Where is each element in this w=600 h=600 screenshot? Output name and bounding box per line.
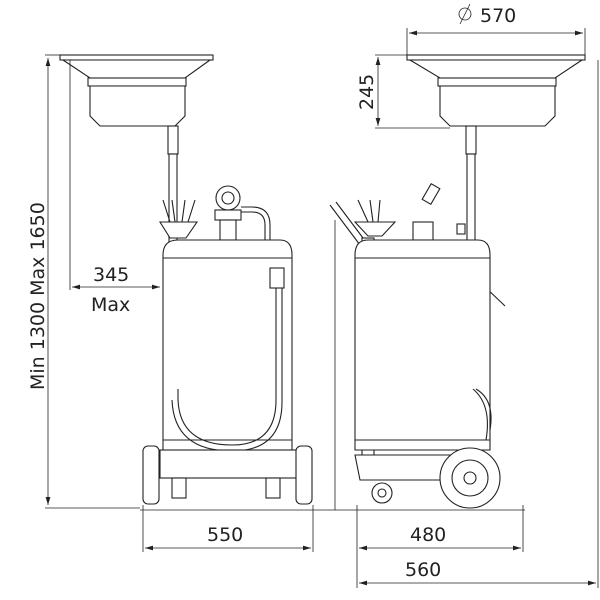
overall-depth-label: 560 [405,559,441,581]
front-brush-holder [159,199,199,239]
height-range-label: Min 1300 Max 1650 [27,202,49,390]
front-gauge [214,185,271,241]
side-base [354,447,501,509]
side-view [329,54,586,509]
side-depth-label: 480 [410,524,446,546]
front-bowl [59,54,214,127]
reach-value-label: 345 [93,264,129,286]
front-base [142,445,313,505]
side-tank [354,239,492,451]
bowl-diameter-label: 570 [480,5,516,27]
side-brush-holder [353,182,466,241]
front-width-label: 550 [207,524,243,546]
front-view [59,54,313,505]
front-tank [162,239,293,452]
bowl-height-label: 245 [356,74,378,110]
dimensions: Min 1300 Max 1650 345 Max 570 245 550 48… [27,3,599,588]
reach-max-label: Max [91,294,130,316]
side-bowl [406,54,586,127]
diameter-icon [458,3,472,25]
